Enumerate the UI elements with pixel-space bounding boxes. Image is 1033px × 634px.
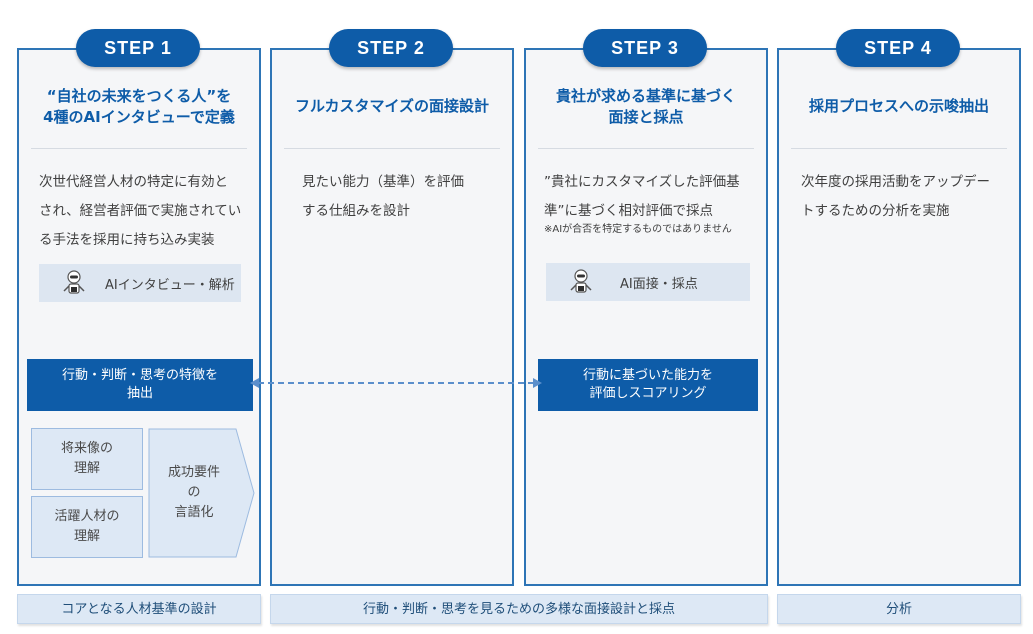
- step3-desc-line: ”貴社にカスタマイズした評価基: [544, 174, 740, 190]
- step3-action-line1: 行動に基づいた能力を: [582, 368, 713, 383]
- step3-title-line1: 貴社が求める基準に基づく: [555, 87, 736, 105]
- step2-desc-line: する仕組みを設計: [302, 203, 410, 219]
- step3-separator: [538, 148, 754, 149]
- robot-icon: [570, 269, 592, 293]
- step3-title: 貴社が求める基準に基づく 面接と採点: [526, 86, 766, 128]
- step3-desc-line: 準”に基づく相対評価で採点: [544, 203, 713, 219]
- step1-tool-box: AIインタビュー・解析: [39, 264, 241, 302]
- step4-desc-line: 次年度の採用活動をアップデー: [801, 174, 990, 190]
- result-line: 成功要件: [167, 465, 220, 480]
- step1-action-line2: 抽出: [126, 386, 153, 401]
- step3-action-box: 行動に基づいた能力を 評価しスコアリング: [538, 359, 758, 411]
- step4-title-line1: 採用プロセスへの示唆抽出: [808, 97, 989, 115]
- success-requirements-label: 成功要件 の 言語化: [148, 428, 240, 558]
- step2-column: フルカスタマイズの面接設計 見たい能力（基準）を評価 する仕組みを設計: [270, 48, 514, 586]
- step1-desc-line: る手法を採用に持ち込み実装: [39, 232, 215, 248]
- sub-item-line: 理解: [73, 529, 100, 544]
- dashed-connector-arrow: [250, 378, 542, 388]
- step3-tool-box: AI面接・採点: [546, 263, 750, 301]
- step3-disclaimer-note: ※AIが合否を特定するものではありません: [544, 224, 732, 235]
- step1-action-box: 行動・判断・思考の特徴を 抽出: [27, 359, 253, 411]
- step1-title: “自社の未来をつくる人”を 4種のAIインタビューで定義: [19, 86, 259, 128]
- step2-desc-line: 見たい能力（基準）を評価: [302, 174, 464, 190]
- step1-badge: STEP 1: [76, 29, 200, 67]
- step4-separator: [791, 148, 1007, 149]
- sub-item-line: 理解: [73, 461, 100, 476]
- result-line: 言語化: [174, 505, 214, 520]
- step3-tool-label: AI面接・採点: [620, 276, 698, 292]
- step1-separator: [31, 148, 247, 149]
- step1-tool-label: AIインタビュー・解析: [105, 277, 235, 293]
- step1-title-line2: 4種のAIインタビューで定義: [43, 108, 235, 126]
- step2-title: フルカスタマイズの面接設計: [272, 96, 512, 117]
- step2-description: 見たい能力（基準）を評価 する仕組みを設計: [302, 168, 464, 226]
- sub-item-high-performers: 活躍人材の 理解: [31, 496, 143, 558]
- footer-analysis: 分析: [777, 594, 1021, 624]
- step1-column: “自社の未来をつくる人”を 4種のAIインタビューで定義 次世代経営人材の特定に…: [17, 48, 261, 586]
- step1-description: 次世代経営人材の特定に有効と され、経営者評価で実施されてい る手法を採用に持ち…: [39, 168, 241, 255]
- sub-item-line: 活躍人材の: [54, 509, 120, 524]
- robot-icon: [63, 270, 85, 294]
- step3-column: 貴社が求める基準に基づく 面接と採点 ”貴社にカスタマイズした評価基 準”に基づ…: [524, 48, 768, 586]
- step4-desc-line: トするための分析を実施: [801, 203, 950, 219]
- step3-action-line2: 評価しスコアリング: [589, 386, 707, 401]
- step4-description: 次年度の採用活動をアップデー トするための分析を実施: [801, 168, 990, 226]
- sub-item-future-vision: 将来像の 理解: [31, 428, 143, 490]
- step4-column: 採用プロセスへの示唆抽出 次年度の採用活動をアップデー トするための分析を実施: [777, 48, 1021, 586]
- footer-interview-design: 行動・判断・思考を見るための多様な面接設計と採点: [270, 594, 768, 624]
- step2-title-line1: フルカスタマイズの面接設計: [294, 97, 490, 115]
- step3-badge: STEP 3: [583, 29, 707, 67]
- footer-core-criteria: コアとなる人材基準の設計: [17, 594, 261, 624]
- step1-title-line1: “自社の未来をつくる人”を: [46, 87, 232, 105]
- step2-badge: STEP 2: [329, 29, 453, 67]
- step3-description: ”貴社にカスタマイズした評価基 準”に基づく相対評価で採点 ※AIが合否を特定す…: [544, 168, 740, 237]
- step4-title: 採用プロセスへの示唆抽出: [779, 96, 1019, 117]
- step2-separator: [284, 148, 500, 149]
- step3-title-line2: 面接と採点: [608, 108, 684, 126]
- step4-badge: STEP 4: [836, 29, 960, 67]
- step1-action-line1: 行動・判断・思考の特徴を: [61, 368, 218, 383]
- result-line: の: [187, 485, 201, 500]
- step1-desc-line: され、経営者評価で実施されてい: [39, 203, 242, 219]
- sub-item-line: 将来像の: [60, 441, 113, 456]
- step1-desc-line: 次世代経営人材の特定に有効と: [39, 174, 228, 190]
- success-requirements-arrow-shape: [148, 428, 255, 558]
